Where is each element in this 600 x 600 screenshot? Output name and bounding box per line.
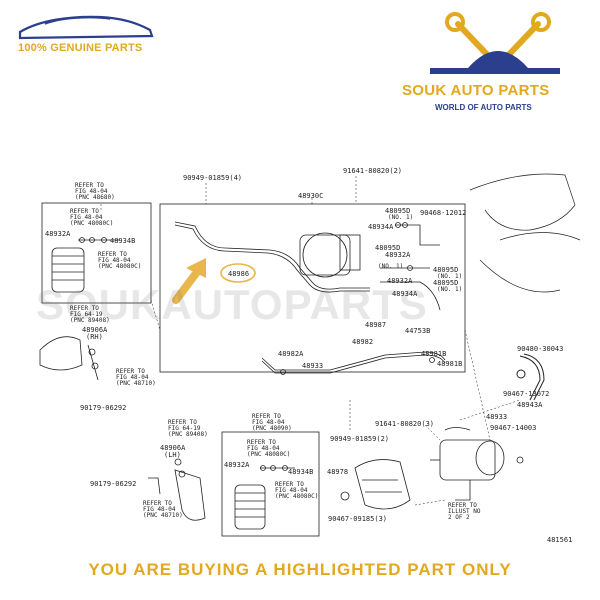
refer-label: REFER TO: [70, 208, 99, 215]
refer-label: FIG 48-04: [252, 419, 285, 426]
refer-label: FIG 48-04: [75, 188, 108, 195]
refer-label: (PNC 48080C): [98, 263, 141, 270]
part-number: (NO. 1): [437, 286, 462, 293]
genuine-parts-banner: 100% GENUINE PARTS: [18, 42, 143, 54]
flex-hose-right: [516, 353, 545, 401]
part-number: 48906A: [82, 326, 108, 334]
refer-label: (PNC 89408): [168, 431, 208, 438]
part-number: 48943A: [517, 401, 543, 409]
refer-label: REFER TO: [168, 419, 197, 426]
part-number: (RH): [86, 333, 103, 341]
part-number: 48934B: [288, 468, 313, 476]
refer-label: REFER TO: [70, 305, 99, 312]
refer-label: REFER TO: [252, 413, 281, 420]
part-number: 90467-13072: [503, 390, 549, 398]
refer-label: (PNC 48710): [116, 380, 156, 387]
part-number: 48932A: [385, 251, 411, 259]
main-brake-line-box: [159, 203, 466, 375]
part-number: 90179-06292: [90, 480, 136, 488]
part-number: 48933: [486, 413, 507, 421]
part-number: 48095D: [433, 279, 458, 287]
refer-label: REFER TO: [448, 502, 477, 509]
part-number: 48095D: [385, 207, 410, 215]
highlight-arrow-icon: [172, 258, 206, 304]
highlight-circle: [220, 263, 256, 283]
detail-box-lower-center: [221, 431, 320, 537]
refer-label: REFER TO: [143, 500, 172, 507]
refer-label: FIG 48-04: [275, 487, 308, 494]
car-logo-icon: [18, 15, 154, 40]
part-number: 48095D: [375, 244, 400, 252]
part-number: 48934A: [368, 223, 394, 231]
part-number: 48932A: [224, 461, 250, 469]
part-number: 48981B: [437, 360, 462, 368]
refer-label: FIG 64-19: [168, 425, 201, 432]
refer-label: (PNC 48080C): [275, 493, 318, 500]
part-number: 91641-80820(3): [375, 420, 434, 428]
part-number: (NO. 1): [378, 263, 403, 270]
refer-label: (PNC 89408): [70, 317, 110, 324]
refer-label: (PNC 48080C): [247, 451, 290, 458]
refer-label: (PNC 48090): [252, 425, 292, 432]
part-number: 48933: [302, 362, 323, 370]
brand-wrench-icon: [430, 12, 560, 74]
refer-label: REFER TO: [116, 368, 145, 375]
refer-label: ILLUST NO: [448, 508, 481, 515]
part-number-highlighted: 48986: [228, 270, 249, 278]
refer-label: FIG 48-04: [247, 445, 280, 452]
caliper-bracket-rh: [39, 336, 99, 381]
fender-outline: [469, 173, 581, 293]
part-number: 48930C: [298, 192, 323, 200]
refer-label: FIG 64-19: [70, 311, 103, 318]
part-number: 90467-09185(3): [328, 515, 387, 523]
caliper-bracket-lh: [148, 458, 206, 521]
brand-tagline: WORLD OF AUTO PARTS: [435, 103, 532, 112]
refer-label: FIG 48-04: [143, 506, 176, 513]
refer-label: FIG 48-04: [116, 374, 149, 381]
part-number: 48095D: [433, 266, 458, 274]
refer-label: REFER TO: [98, 251, 127, 258]
part-number: 44753B: [405, 327, 430, 335]
refer-label: FIG 48-04: [70, 214, 103, 221]
refer-label: REFER TO: [75, 182, 104, 189]
refer-label: (PNC 48080C): [70, 220, 113, 227]
part-number: 48987: [365, 321, 386, 329]
part-number: 91641-80820(2): [343, 167, 402, 175]
part-number: 48982A: [278, 350, 304, 358]
refer-label: FIG 48-04: [98, 257, 131, 264]
figure-number: 481561: [547, 536, 573, 544]
part-number: 48981B: [421, 350, 446, 358]
part-number: (NO. 1): [437, 273, 462, 280]
part-number: 90468-12012: [420, 209, 466, 217]
brand-name: SOUK AUTO PARTS: [402, 82, 550, 99]
part-number: (NO. 1): [388, 214, 413, 221]
part-number: 48934B: [110, 237, 135, 245]
refer-label: (PNC 48680): [75, 194, 115, 201]
abs-actuator: [430, 427, 524, 501]
part-number: 48932A: [45, 230, 71, 238]
part-number: 48934A: [392, 290, 418, 298]
part-number: 90949-01859(2): [330, 435, 389, 443]
actuator-bracket: [340, 459, 411, 510]
refer-label: REFER TO: [275, 481, 304, 488]
part-number: 48932A: [387, 277, 413, 285]
part-number: 90467-14003: [490, 424, 536, 432]
part-number: 48982: [352, 338, 373, 346]
footer-notice: YOU ARE BUYING A HIGHLIGHTED PART ONLY: [88, 560, 512, 579]
refer-label: 2 OF 2: [448, 514, 470, 521]
leader-lines: [100, 176, 521, 506]
refer-label: REFER TO: [247, 439, 276, 446]
part-number: 90480-30043: [517, 345, 563, 353]
part-number: (LH): [164, 451, 181, 459]
watermark: SOUKAUTOPARTS: [36, 281, 428, 328]
part-number: 48906A: [160, 444, 186, 452]
detail-box-upper-left: [41, 202, 152, 304]
part-number: 90179-06292: [80, 404, 126, 412]
refer-label: (PNC 48710): [143, 512, 183, 519]
part-number: 90949-01859(4): [183, 174, 242, 182]
part-number: 48978: [327, 468, 348, 476]
